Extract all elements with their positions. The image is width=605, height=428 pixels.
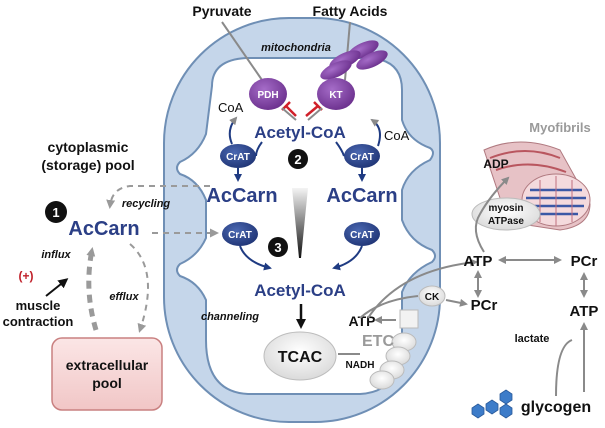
coa-left-label: CoA: [218, 100, 244, 115]
recycling-label: recycling: [122, 198, 171, 210]
efflux-label: efflux: [109, 291, 139, 303]
coa-left-arrow: [228, 116, 238, 145]
myosin-atpase: myosin ATPase: [471, 197, 541, 231]
glycogen-icon: [471, 389, 513, 419]
crat-bottom-right-arrow: [332, 245, 363, 271]
adp-label: ADP: [483, 157, 508, 171]
pdh-enzyme: PDH: [249, 78, 287, 110]
myosin-line2: ATPase: [488, 216, 524, 227]
step-2-marker: [288, 149, 308, 169]
step-1-marker: [45, 201, 67, 223]
crat-bottom-left: CrAT: [222, 222, 258, 246]
coa-right-arrow: [370, 118, 381, 147]
influx-arrow: [86, 247, 99, 331]
muscle-contraction-line1: muscle: [16, 298, 61, 313]
acetyl-to-crat-right: [335, 141, 345, 157]
step-2-label: 2: [294, 152, 301, 167]
glycogen-to-lactate-line: [555, 339, 573, 397]
svg-text:CrAT: CrAT: [350, 152, 374, 163]
pcr-mid-label: PCr: [471, 297, 498, 314]
influx-label: influx: [41, 249, 71, 261]
acetyl-coa-bottom: Acetyl-CoA: [254, 281, 346, 300]
lactate-label: lactate: [515, 333, 550, 345]
tcac-cycle: TCAC: [263, 331, 337, 381]
accarn-left: AcCarn: [206, 185, 277, 207]
svg-text:CrAT: CrAT: [228, 230, 252, 241]
atp-to-ck-line: [359, 295, 419, 319]
acetyl-coa-top: Acetyl-CoA: [254, 123, 346, 142]
svg-text:CrAT: CrAT: [226, 152, 250, 163]
plus-label: (+): [19, 269, 34, 283]
accarn-right: AcCarn: [326, 185, 397, 207]
fatty-acids-label: Fatty Acids: [313, 3, 388, 19]
kt-label: KT: [329, 90, 342, 101]
glycogen-label: glycogen: [521, 399, 591, 416]
recycling-arrow: [106, 185, 210, 209]
crat-bottom-right: CrAT: [344, 222, 380, 246]
contraction-arrow: [45, 278, 69, 297]
tcac-label: TCAC: [278, 349, 323, 366]
mitochondria-label: mitochondria: [261, 42, 331, 54]
pcr-right-label: PCr: [571, 253, 598, 270]
svg-text:CrAT: CrAT: [350, 230, 374, 241]
crat-bottom-left-arrow: [239, 245, 272, 271]
pdh-label: PDH: [257, 90, 278, 101]
extracellular-line1: extracellular: [66, 357, 149, 373]
kt-enzyme: KT: [317, 78, 355, 110]
etc-complex: [369, 309, 419, 390]
cytoplasmic-pool-line1: cytoplasmic: [48, 139, 129, 155]
myosin-line1: myosin: [488, 203, 523, 214]
atp-to-cytosol-arrow: [367, 258, 478, 319]
muscle-contraction-line2: contraction: [3, 314, 74, 329]
ck-label: CK: [425, 292, 440, 303]
step-3-marker: [268, 237, 288, 257]
acetyl-to-crat-left: [255, 141, 263, 157]
kt-to-acetylcoa-arrow: [307, 107, 323, 121]
pyruvate-arrow: [221, 21, 263, 81]
step-3-label: 3: [274, 240, 281, 255]
coa-right-label: CoA: [384, 128, 410, 143]
myofibrils-label: Myofibrils: [529, 120, 590, 135]
cytoplasmic-pool-line2: (storage) pool: [41, 157, 134, 173]
atp-right-label: ATP: [464, 253, 493, 270]
etc-label: ETC: [362, 333, 394, 350]
ck-to-pcr-arrow: [445, 298, 468, 307]
extracellular-pool: extracellular pool: [51, 337, 163, 411]
atp-far-right-label: ATP: [570, 303, 599, 320]
step-1-label: 1: [52, 205, 59, 220]
nadh-label: NADH: [346, 360, 375, 371]
fatty-acid-chain: [320, 40, 388, 80]
accarn-cytoplasmic: AcCarn: [68, 218, 139, 240]
efflux-arrow: [129, 243, 149, 333]
pdh-to-acetylcoa-arrow: [281, 107, 297, 121]
atp-to-myosin-arrow: [474, 176, 510, 253]
channeling-label: channeling: [201, 311, 259, 323]
crat-top-left: CrAT: [220, 144, 256, 168]
extracellular-line2: pool: [92, 375, 122, 391]
pyruvate-label: Pyruvate: [192, 3, 251, 19]
channeling-cone: [292, 188, 308, 258]
ck-enzyme: CK: [418, 285, 446, 307]
crat-top-right: CrAT: [344, 144, 380, 168]
